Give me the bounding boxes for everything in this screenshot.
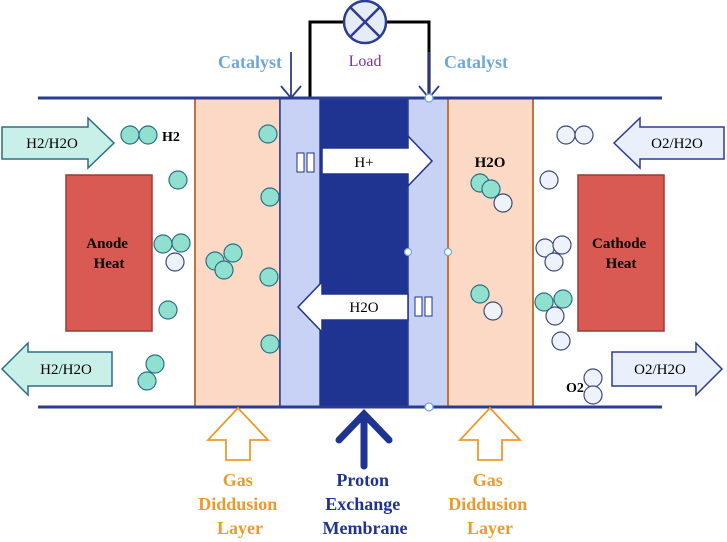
o2-label: O2 [566,381,584,396]
proton-exchange-membrane [320,98,408,407]
gdl-right-line-3: Layer [467,518,513,538]
pem-line-3: Membrane [323,518,408,538]
cathode-heat-line-1: Cathode [592,236,647,252]
anode-inlet-label: H2/H2O [26,136,78,152]
catalyst-layer-left [279,97,321,408]
cathode-heat-block [577,174,665,332]
right-arrow-icon [321,134,434,188]
h2-label: H2 [162,130,180,145]
anode-inlet-arrow: H2/H2O [1,116,116,170]
catalyst-label-left: Catalyst [218,52,282,72]
water-marker [414,296,433,317]
cathode-heat-line-2: Heat [606,256,637,272]
lamp-icon [342,0,388,45]
anode-outlet-arrow: H2/H2O [0,341,113,397]
up-arrow-icon [335,408,393,470]
cathode-inlet-arrow: O2/H2O [612,116,725,170]
anode-heat-block [65,174,153,332]
up-arrow-icon [205,406,271,461]
load-label: Load [349,53,382,70]
circuit-wire [308,20,344,98]
pem-line-2: Exchange [325,494,400,514]
down-arrow-icon [280,52,302,100]
pem-label: Proton Exchange Membrane [323,470,408,538]
oxygen-molecules [165,125,603,405]
cathode-outlet-arrow: O2/H2O [611,341,724,397]
gas-diffusion-layer-right [447,97,534,408]
water-back-label: H2O [349,300,378,316]
anode-heat-line-2: Heat [94,256,125,272]
cathode-outlet-label: O2/H2O [634,362,686,378]
gdl-right-label: Gas Diddusion Layer [448,470,532,538]
junction-markers [403,93,453,412]
gdl-right-line-2: Diddusion [448,494,527,514]
gdl-left-line-3: Layer [217,518,263,538]
up-arrow-icon [457,406,523,461]
gdl-left-label: Gas Diddusion Layer [198,470,282,538]
pem-line-1: Proton [336,470,389,490]
gdl-right-line-1: Gas [473,470,503,490]
h2o-cathode-label: H2O [475,155,506,171]
down-arrow-icon [418,52,440,100]
gdl-left-line-2: Diddusion [198,494,277,514]
proton-marker [296,152,315,173]
anode-heat-label: Anode Heat [86,236,131,272]
left-arrow-icon [296,280,409,334]
cathode-heat-label: Cathode Heat [592,236,650,272]
catalyst-label-right: Catalyst [444,52,508,72]
cathode-inlet-label: O2/H2O [651,136,703,152]
circuit-wire [386,20,431,98]
anode-heat-line-1: Anode [86,236,128,252]
anode-outlet-label: H2/H2O [40,362,92,378]
proton-label: H+ [354,155,373,171]
hydrogen-molecules [120,124,573,391]
gdl-left-line-1: Gas [223,470,253,490]
